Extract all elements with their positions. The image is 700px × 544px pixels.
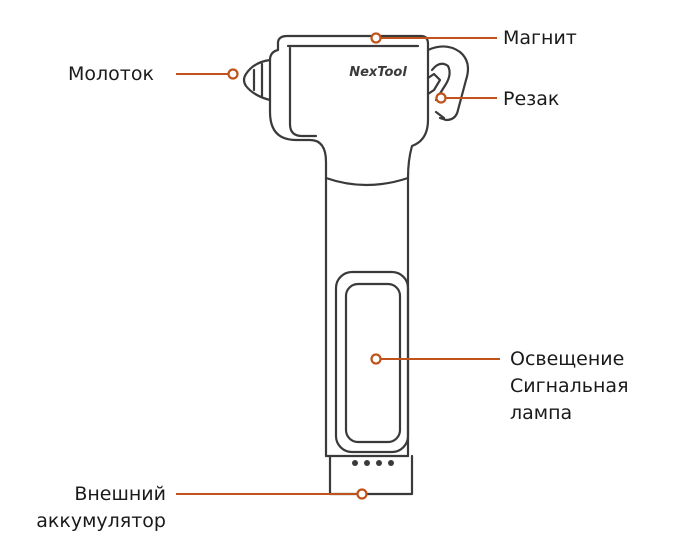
- light-label-line: Сигнальная: [510, 375, 629, 397]
- indicator-dot: [376, 460, 382, 466]
- magnet-label: Магнит: [503, 25, 577, 52]
- magnet-marker: [370, 32, 382, 44]
- light-label-line: лампа: [510, 402, 573, 424]
- hammer-marker: [227, 68, 239, 80]
- light-marker: [370, 353, 382, 365]
- cutter-marker: [435, 92, 447, 104]
- cutter-label-text: Резак: [503, 88, 560, 110]
- battery-label: Внешний аккумулятор: [30, 481, 166, 535]
- indicator-dot: [364, 460, 370, 466]
- indicator-dots: [352, 460, 394, 466]
- indicator-dot: [352, 460, 358, 466]
- battery-label-line: аккумулятор: [36, 510, 166, 532]
- hammer-label-text: Молоток: [68, 63, 154, 85]
- cutter-label: Резак: [503, 86, 559, 113]
- callout-markers: [227, 32, 447, 500]
- magnet-label-text: Магнит: [503, 27, 577, 49]
- tool-body: [242, 34, 470, 496]
- battery-label-line: Внешний: [74, 483, 166, 505]
- callouts: [176, 37, 500, 495]
- indicator-dot: [388, 460, 394, 466]
- brand-logo: NexTool: [349, 65, 407, 80]
- light-label-line: Освещение: [510, 348, 625, 370]
- hammer-label: Молоток: [68, 61, 154, 88]
- light-label: Освещение Сигнальная лампа: [510, 346, 629, 427]
- battery-marker: [356, 488, 368, 500]
